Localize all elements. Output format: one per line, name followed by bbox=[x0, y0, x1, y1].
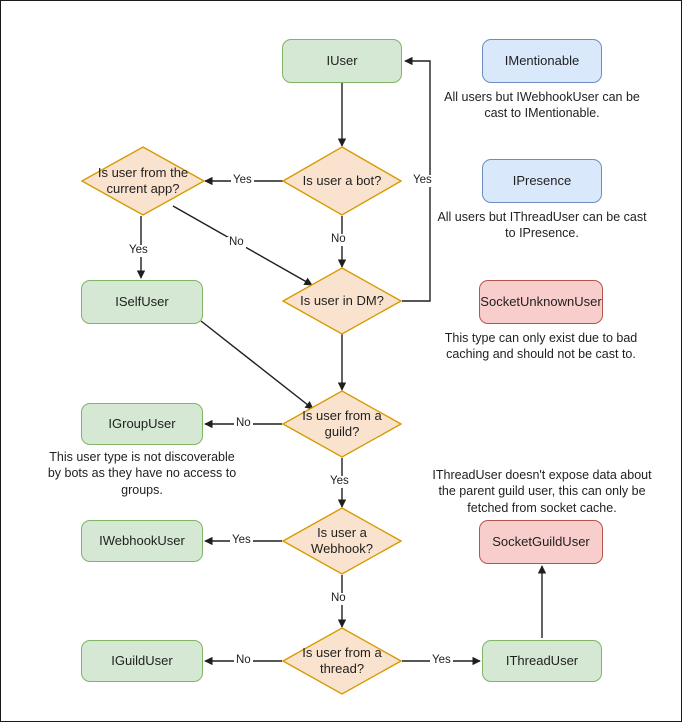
edge-label-thread-no: No bbox=[234, 654, 253, 667]
diamond-shape-is-user-a-webhook bbox=[282, 507, 402, 575]
node-is-user-from-a-thread-label: Is user from a thread? bbox=[302, 644, 382, 676]
node-iuser[interactable]: IUser bbox=[282, 39, 402, 83]
edge-label-webhook-no: No bbox=[329, 592, 348, 605]
node-is-user-from-a-thread[interactable]: Is user from a thread? bbox=[282, 627, 402, 695]
diamond-shape-is-user-a-bot bbox=[282, 146, 402, 216]
node-iselfuser-label: ISelfUser bbox=[115, 293, 169, 309]
diamond-shape-is-user-from-current-app bbox=[81, 146, 205, 216]
edge-label-current-app-no: No bbox=[227, 236, 246, 249]
note-igroupuser: This user type is not discoverable by bo… bbox=[47, 450, 237, 497]
edge-label-bot-no: No bbox=[329, 233, 348, 246]
node-igroupuser[interactable]: IGroupUser bbox=[81, 403, 203, 445]
note-ipresence: All users but IThreadUser can be cast to… bbox=[437, 210, 647, 241]
diamond-shape-is-user-from-a-thread bbox=[282, 627, 402, 695]
note-socketguilduser: IThreadUser doesn't expose data about th… bbox=[432, 468, 652, 515]
edge-label-webhook-yes: Yes bbox=[230, 534, 253, 547]
node-socketunknownuser[interactable]: SocketUnknownUser bbox=[479, 280, 603, 324]
node-iuser-label: IUser bbox=[326, 52, 358, 68]
node-is-user-from-current-app-label: Is user from the current app? bbox=[97, 164, 189, 196]
edge-label-current-app-yes: Yes bbox=[127, 244, 150, 257]
node-igroupuser-label: IGroupUser bbox=[108, 415, 176, 431]
node-ipresence[interactable]: IPresence bbox=[482, 159, 602, 203]
edge-label-dm-yes: Yes bbox=[411, 174, 434, 187]
node-imentionable-label: IMentionable bbox=[504, 52, 580, 68]
node-iselfuser[interactable]: ISelfUser bbox=[81, 280, 203, 324]
node-ithreaduser-label: IThreadUser bbox=[505, 652, 579, 668]
diamond-shape-is-user-from-a-guild bbox=[282, 390, 402, 458]
node-ipresence-label: IPresence bbox=[512, 172, 572, 188]
note-socketunknownuser: This type can only exist due to bad cach… bbox=[444, 331, 638, 362]
note-imentionable: All users but IWebhookUser can be cast t… bbox=[444, 90, 640, 121]
node-socketguilduser-label: SocketGuildUser bbox=[492, 533, 590, 549]
node-iwebhookuser-label: IWebhookUser bbox=[99, 532, 185, 548]
node-iguilduser[interactable]: IGuildUser bbox=[81, 640, 203, 682]
diamond-shape-is-user-in-dm bbox=[282, 267, 402, 335]
node-iguilduser-label: IGuildUser bbox=[111, 652, 173, 668]
edge-label-bot-yes: Yes bbox=[231, 174, 254, 187]
node-ithreaduser[interactable]: IThreadUser bbox=[482, 640, 602, 682]
node-imentionable[interactable]: IMentionable bbox=[482, 39, 602, 83]
edge-label-thread-yes: Yes bbox=[430, 654, 453, 667]
node-is-user-in-dm[interactable]: Is user in DM? bbox=[282, 267, 402, 335]
node-socketunknownuser-label: SocketUnknownUser bbox=[480, 293, 602, 309]
edge-label-guild-yes: Yes bbox=[328, 475, 351, 488]
node-is-user-from-current-app[interactable]: Is user from the current app? bbox=[81, 146, 205, 216]
node-iwebhookuser[interactable]: IWebhookUser bbox=[81, 520, 203, 562]
node-is-user-a-bot-label: Is user a bot? bbox=[302, 172, 382, 188]
node-is-user-a-webhook-label: Is user a Webhook? bbox=[311, 524, 373, 556]
node-is-user-a-webhook[interactable]: Is user a Webhook? bbox=[282, 507, 402, 575]
node-is-user-from-a-guild[interactable]: Is user from a guild? bbox=[282, 390, 402, 458]
edge-label-guild-no: No bbox=[234, 417, 253, 430]
node-socketguilduser[interactable]: SocketGuildUser bbox=[479, 520, 603, 564]
node-is-user-in-dm-label: Is user in DM? bbox=[300, 292, 384, 308]
node-is-user-a-bot[interactable]: Is user a bot? bbox=[282, 146, 402, 216]
node-is-user-from-a-guild-label: Is user from a guild? bbox=[302, 407, 382, 439]
